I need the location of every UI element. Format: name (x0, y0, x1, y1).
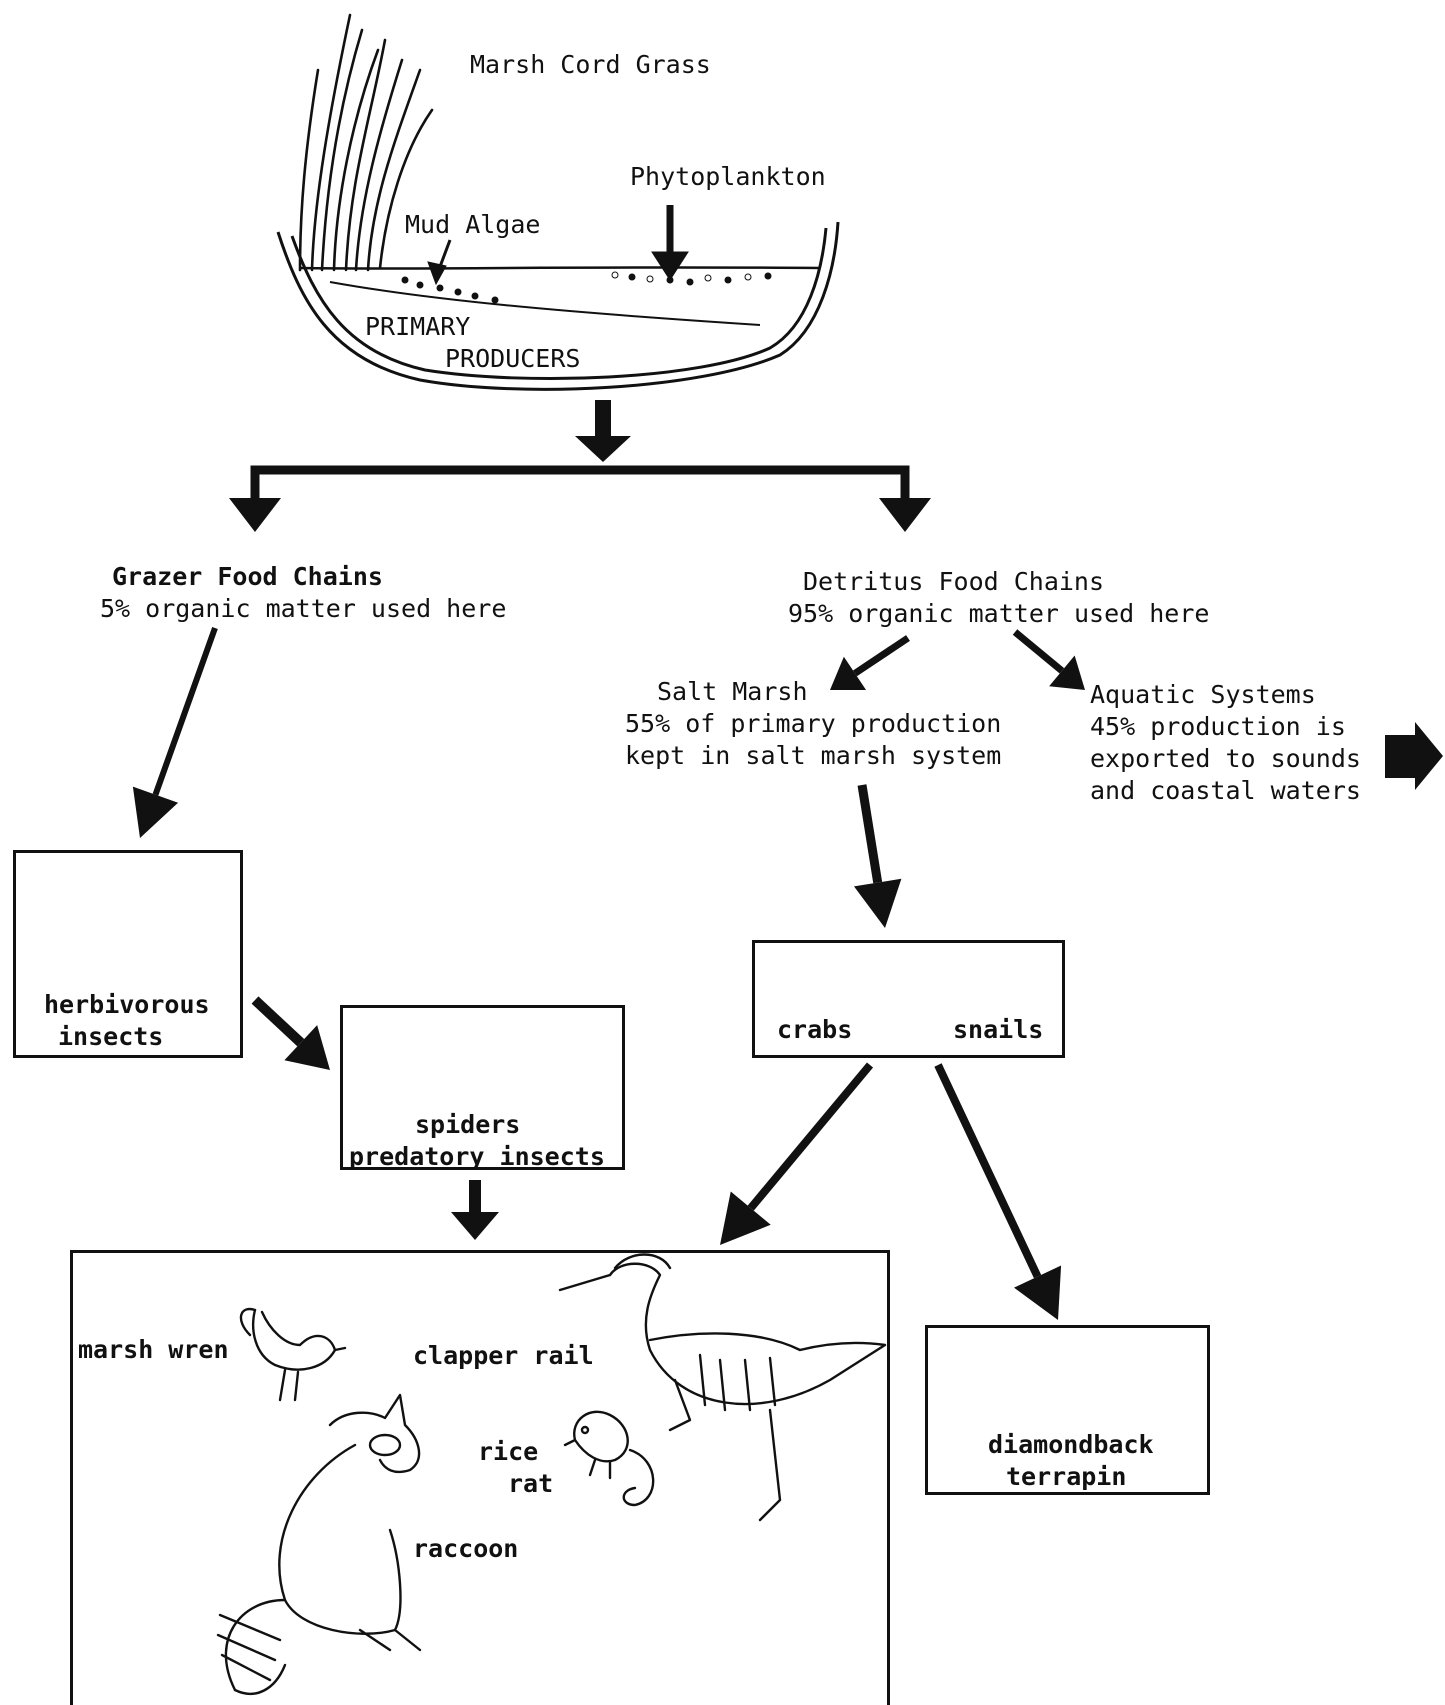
salt-marsh-title: Salt Marsh (657, 677, 808, 706)
phytoplankton-label: Phytoplankton (630, 162, 826, 191)
rice-label: rice (478, 1437, 539, 1466)
terrapin-box: diamondback terrapin (925, 1325, 1210, 1495)
aquatic-line1: 45% production is (1090, 712, 1346, 741)
producers-label: PRODUCERS (445, 344, 581, 373)
arrow-detritus-to-aquatic-shaft (1012, 629, 1065, 674)
arrow-to-grazer-head (229, 498, 281, 532)
top-predators-box: marsh wren clapper rail rice rat raccoon (70, 1250, 890, 1705)
snails-label: snails (953, 1015, 1044, 1044)
terrapin-label-2: terrapin (1006, 1462, 1127, 1491)
clapper-rail-label: clapper rail (413, 1341, 594, 1370)
arrow-to-detritus-head (879, 498, 931, 532)
arrow-crabs-to-predators-shaft (747, 1062, 874, 1211)
arrow-salt-marsh-to-crabs-head (853, 878, 902, 928)
detritus-title: Detritus Food Chains (803, 567, 1105, 596)
salt-marsh-line2: kept in salt marsh system (625, 741, 1002, 770)
terrapin-label-1: diamondback (988, 1430, 1154, 1459)
branch-bar (250, 465, 910, 478)
spiders-box: spiders predatory insects (340, 1005, 625, 1171)
crabs-label: crabs (777, 1015, 853, 1044)
label-pointer-arrows (427, 205, 689, 286)
raccoon-label: raccoon (413, 1534, 519, 1563)
detritus-subtitle: 95% organic matter used here (788, 599, 1210, 628)
salt-marsh-line1: 55% of primary production (625, 709, 1002, 738)
rice-rat-icon (563, 1410, 655, 1507)
arrow-grazer-to-herbivores-shaft (152, 626, 218, 796)
arrow-herbivores-to-spiders-head (284, 1025, 330, 1070)
arrow-crabs-to-terrapin-shaft (934, 1063, 1042, 1279)
aquatic-title: Aquatic Systems (1090, 680, 1316, 709)
grazer-title-text: Grazer Food Chains (112, 562, 383, 591)
clapper-rail-icon (558, 1253, 887, 1522)
grazer-subtitle: 5% organic matter used here (100, 594, 507, 623)
export-arrow (1385, 722, 1443, 790)
rat-label: rat (508, 1469, 554, 1498)
arrow-crabs-to-predators-head (720, 1191, 771, 1245)
arrow-salt-marsh-to-crabs-shaft (857, 784, 883, 884)
plankton-dots (401, 271, 772, 304)
herbivorous-label-1: herbivorous (44, 990, 210, 1019)
grazer-title: Grazer Food Chains (112, 560, 383, 593)
arrow-detritus-to-salt-marsh-head (830, 656, 867, 690)
spiders-label-2: predatory insects (349, 1142, 605, 1171)
marsh-cord-grass-icon (298, 13, 434, 272)
arrow-crabs-to-terrapin-head (1014, 1265, 1062, 1320)
marsh-wren-icon (239, 1307, 347, 1402)
mud-algae-label: Mud Algae (405, 210, 541, 239)
marsh-cord-grass-label: Marsh Cord Grass (470, 50, 711, 79)
arrow-detritus-to-salt-marsh-shaft (853, 635, 910, 677)
herbivorous-label-2: insects (58, 1022, 164, 1051)
raccoon-icon (216, 1393, 422, 1695)
marsh-basin-illustration (276, 221, 840, 391)
herbivorous-insects-box: herbivorous insects (13, 850, 243, 1058)
arrow-herbivores-to-spiders-shaft (251, 996, 305, 1047)
arrow-producers-down-head (575, 436, 631, 462)
marsh-wren-label: marsh wren (78, 1335, 229, 1364)
primary-label: PRIMARY (365, 312, 471, 341)
spiders-label-1: spiders (415, 1110, 521, 1139)
arrow-grazer-to-herbivores-head (132, 786, 179, 838)
arrow-spiders-to-predators-head (451, 1212, 499, 1240)
aquatic-line3: and coastal waters (1090, 776, 1361, 805)
arrow-detritus-to-aquatic-head (1049, 655, 1085, 690)
aquatic-line2: exported to sounds (1090, 744, 1361, 773)
connector-arrows (132, 400, 1085, 1320)
crabs-snails-box: crabs snails (752, 940, 1065, 1058)
